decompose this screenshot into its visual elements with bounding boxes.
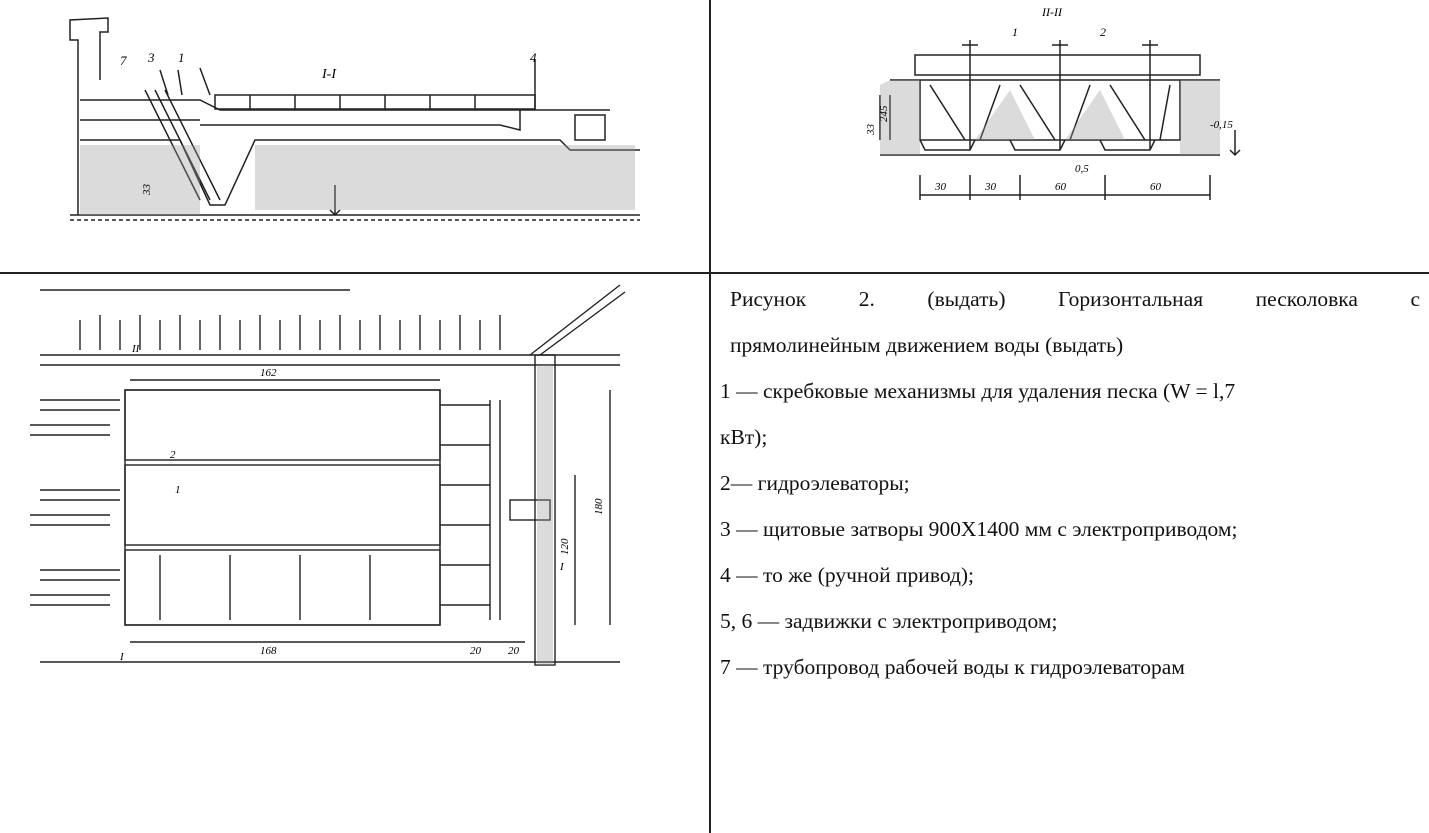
callout-3: 3 [147, 50, 155, 65]
section-ii-ii-drawing: II-II 1 2 33 245 -0,15 0,5 30 30 60 60 [860, 0, 1245, 215]
legend-item-4: 4 — то же (ручной привод); [720, 563, 975, 587]
dim-162: 162 [260, 367, 277, 379]
legend-item-2: 2— гидроэлеваторы; [720, 471, 910, 495]
section-title: I-I [321, 67, 337, 82]
callout-7: 7 [120, 53, 127, 68]
dim-60a: 60 [1055, 181, 1067, 193]
mark-ii: II [131, 343, 141, 355]
legend-item-1: 1 — скребковые механизмы для удаления пе… [720, 379, 1236, 403]
dim-30b: 30 [984, 181, 997, 193]
mark-2: 2 [170, 449, 176, 461]
dim-180: 180 [593, 498, 605, 515]
dim-20a: 20 [470, 645, 482, 657]
legend-item-7: 7 — трубопровод рабочей воды к гидроэлев… [720, 655, 1185, 679]
mark-1: 1 [175, 484, 181, 496]
dim-0-5: 0,5 [1075, 163, 1089, 175]
dim-60b: 60 [1150, 181, 1162, 193]
caption-title-line1: Рисунок 2. (выдать) Горизонтальная песко… [730, 287, 1420, 311]
figure-caption: Рисунок 2. (выдать) Горизонтальная песко… [720, 276, 1420, 690]
legend-item-1-cont: кВт); [720, 425, 768, 449]
vertical-divider [709, 0, 711, 833]
section-title: II-II [1041, 5, 1063, 19]
dim-168: 168 [260, 645, 277, 657]
dim-33: 33 [141, 184, 153, 197]
callout-4: 4 [530, 50, 537, 65]
dim-20b: 20 [508, 645, 520, 657]
horizontal-divider [0, 272, 1429, 274]
dim-level: -0,15 [1210, 119, 1233, 131]
dim-33: 33 [865, 124, 877, 137]
callout-2: 2 [1100, 25, 1106, 39]
dim-245: 245 [878, 105, 890, 122]
caption-title-line2: прямолинейным движением воды (выдать) [730, 333, 1124, 357]
dim-30a: 30 [934, 181, 947, 193]
section-i-i-drawing: 7 3 1 I-I 4 33 [60, 0, 650, 240]
legend-item-5-6: 5, 6 — задвижки с электроприводом; [720, 609, 1058, 633]
plan-drawing: 162 168 20 20 180 120 II 1 2 I I [20, 280, 650, 670]
callout-1: 1 [1012, 25, 1018, 39]
mark-i-right: I [559, 561, 565, 573]
legend-item-3: 3 — щитовые затворы 900X1400 мм с электр… [720, 517, 1238, 541]
dim-120: 120 [559, 538, 571, 555]
mark-i-bottom: I [119, 651, 125, 663]
callout-1: 1 [178, 50, 185, 65]
